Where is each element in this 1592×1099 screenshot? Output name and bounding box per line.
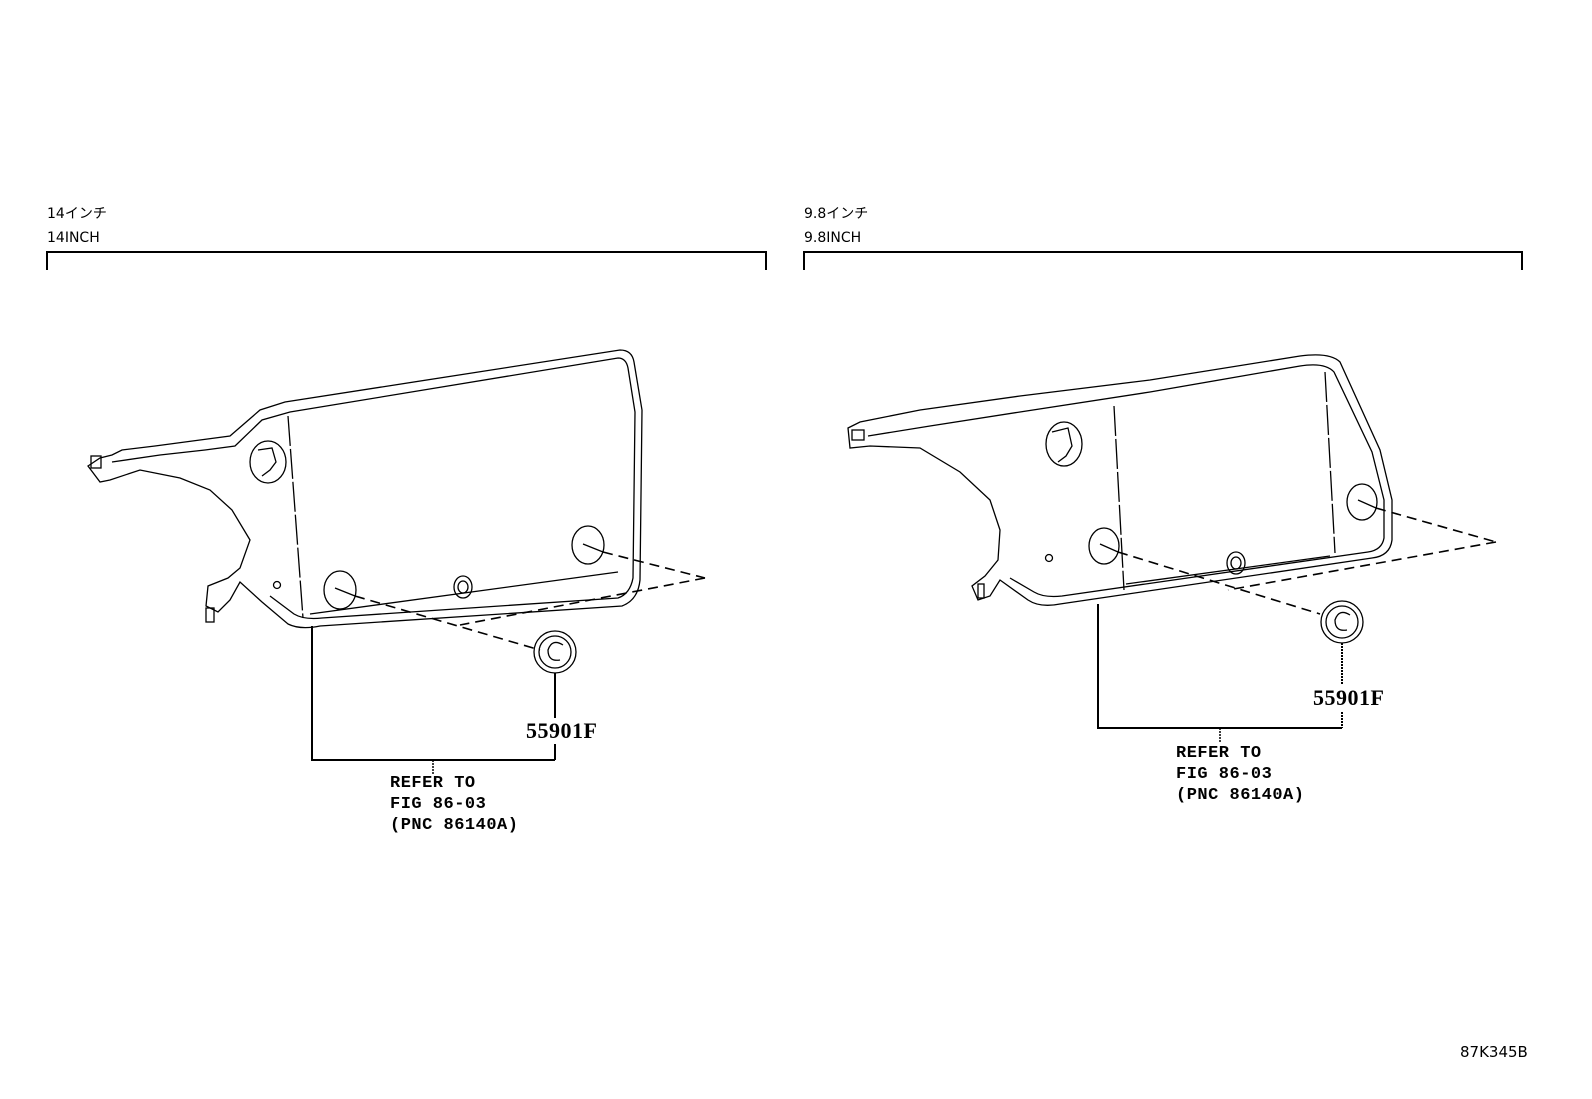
right-refer-note[interactable]: REFER TO FIG 86-03 (PNC 86140A) bbox=[1176, 743, 1304, 806]
right-refer-line-3: (PNC 86140A) bbox=[1176, 786, 1305, 805]
right-display-panel bbox=[847, 354, 1497, 742]
right-refer-line-1: REFER TO bbox=[1176, 744, 1262, 763]
right-panel-title-jp: 9.8インチ bbox=[804, 206, 869, 222]
right-section-bracket bbox=[803, 251, 1523, 270]
right-panel-title-en: 9.8INCH bbox=[804, 230, 862, 246]
right-part-number-55901F[interactable]: 55901F bbox=[1313, 685, 1385, 710]
figure-code: 87K345B bbox=[1460, 1043, 1528, 1061]
left-refer-note[interactable]: REFER TO FIG 86-03 (PNC 86140A) bbox=[390, 773, 518, 836]
left-part-number-55901F[interactable]: 55901F bbox=[526, 718, 598, 743]
left-refer-line-2: FIG 86-03 bbox=[390, 795, 487, 814]
left-panel-title-jp: 14インチ bbox=[47, 206, 107, 222]
left-panel-title-en: 14INCH bbox=[47, 230, 100, 246]
left-section-bracket bbox=[46, 251, 767, 270]
left-display-panel bbox=[87, 349, 706, 774]
left-refer-line-3: (PNC 86140A) bbox=[390, 816, 519, 835]
right-refer-line-2: FIG 86-03 bbox=[1176, 765, 1273, 784]
left-refer-line-1: REFER TO bbox=[390, 774, 476, 793]
